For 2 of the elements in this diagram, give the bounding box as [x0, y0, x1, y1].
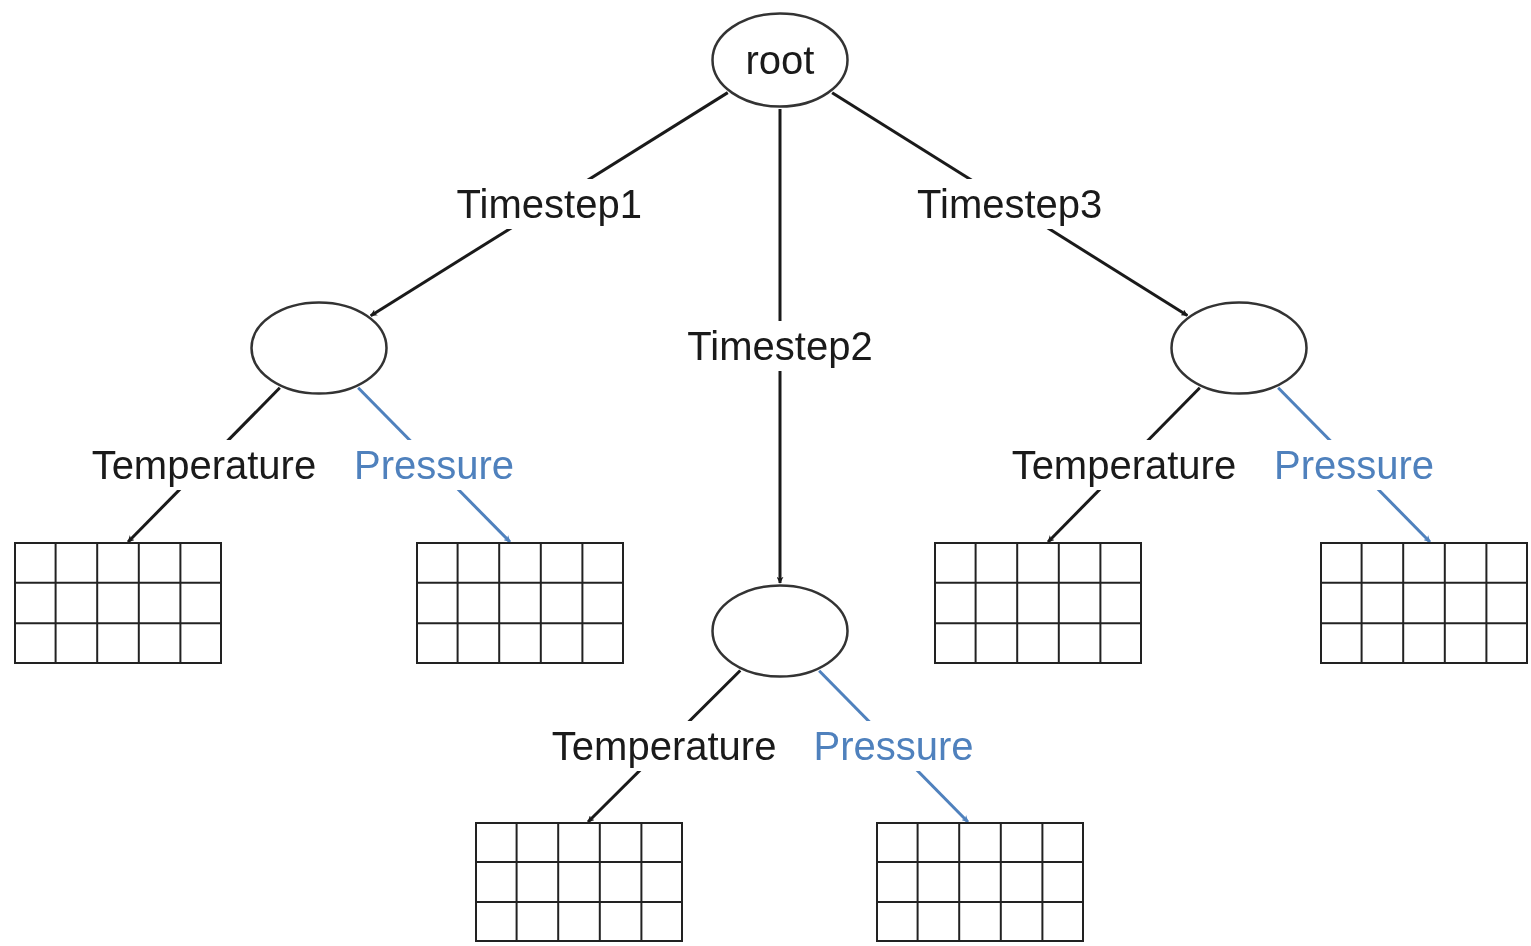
node-label: root — [745, 37, 815, 84]
arrow — [776, 109, 784, 584]
